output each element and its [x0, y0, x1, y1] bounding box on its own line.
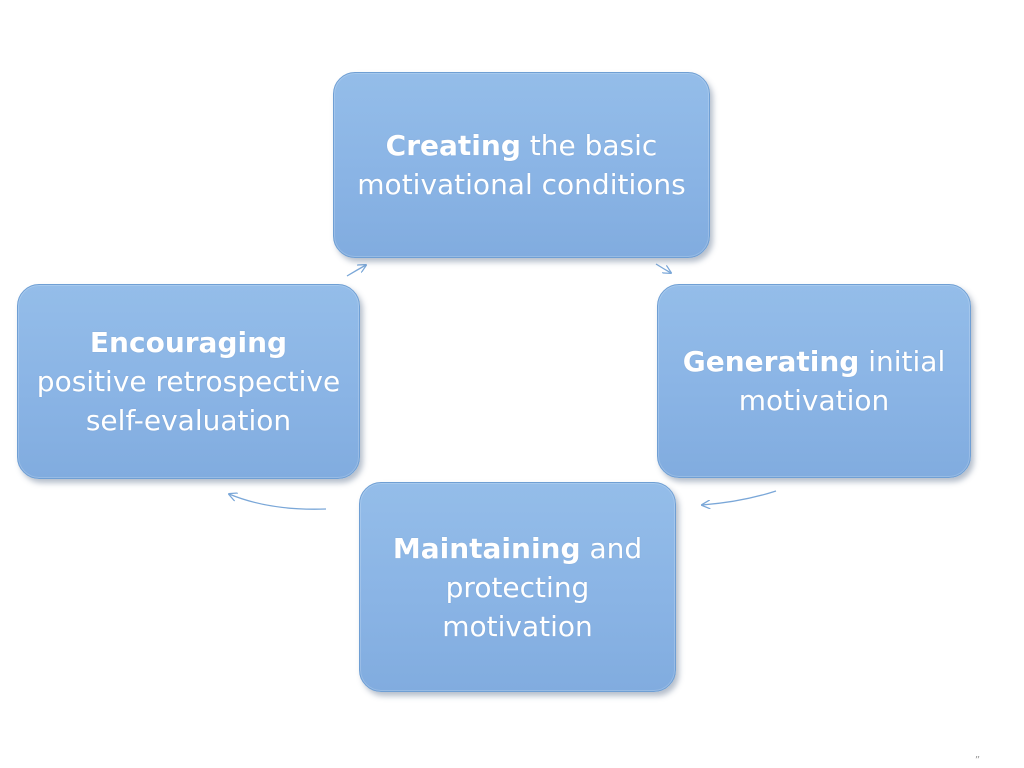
stage-creating-keyword: Creating: [385, 129, 521, 162]
stage-encouraging-keyword: Encouraging: [89, 326, 288, 359]
stage-maintaining-box: Maintaining and protecting motivation: [359, 482, 676, 692]
stage-creating-description: the basic motivational conditions: [357, 129, 686, 201]
arrow-maintaining-to-encouraging: [229, 494, 327, 510]
arrow-generating-to-maintaining: [702, 490, 777, 505]
corner-mark: ”: [974, 755, 980, 766]
stage-maintaining-keyword: Maintaining: [392, 531, 581, 565]
stage-encouraging-description: positive retrospective self-evaluation: [36, 365, 341, 437]
stage-creating-box: Creating the basic motivational conditio…: [333, 72, 710, 258]
stage-generating-text: Generating initial motivation: [658, 342, 970, 420]
arrow-encouraging-to-creating: [346, 265, 366, 277]
stage-maintaining-text: Maintaining and protecting motivation: [360, 529, 675, 646]
arrow-creating-to-generating: [655, 263, 671, 273]
stage-encouraging-text: Encouraging positive retrospective self-…: [18, 323, 359, 440]
stage-creating-text: Creating the basic motivational conditio…: [334, 126, 709, 204]
stage-generating-description: initial motivation: [738, 345, 946, 417]
stage-encouraging-box: Encouraging positive retrospective self-…: [17, 284, 360, 479]
stage-maintaining-description: and protecting motivation: [442, 531, 643, 643]
stage-generating-box: Generating initial motivation: [657, 284, 971, 478]
stage-generating-keyword: Generating: [682, 345, 860, 378]
